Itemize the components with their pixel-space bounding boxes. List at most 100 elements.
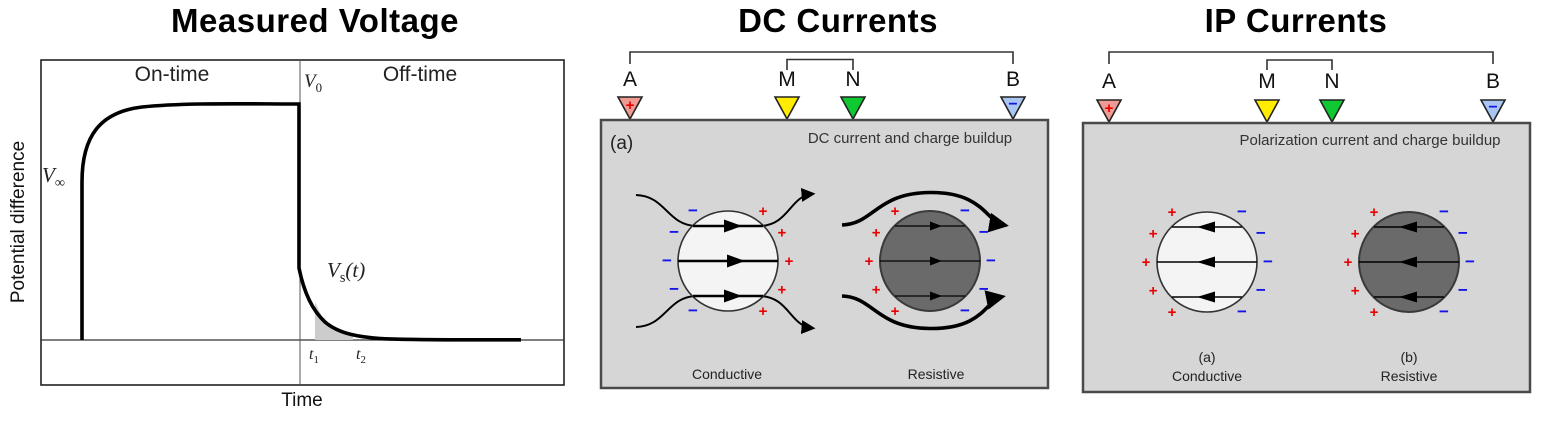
charge-sign: −	[1458, 223, 1468, 242]
dc-conductive-label: Conductive	[691, 366, 763, 382]
dc-electrode-a-polarity: +	[626, 97, 635, 114]
v0-label: V0	[304, 71, 323, 95]
charge-sign: +	[778, 224, 787, 241]
t1-label: t1	[309, 346, 319, 367]
charge-sign: +	[1149, 225, 1158, 242]
charge-sign: −	[1263, 252, 1273, 271]
ip-electrode-n-label: N	[1324, 70, 1340, 93]
charge-sign: +	[1370, 204, 1379, 221]
charge-sign: +	[891, 303, 900, 320]
t2-label: t2	[356, 346, 366, 367]
charge-sign: −	[979, 280, 989, 299]
ip-resistive-label: Resistive	[1380, 368, 1438, 384]
charge-sign: −	[688, 201, 698, 220]
charge-sign: +	[872, 224, 881, 241]
dc-ab-bracket	[629, 51, 1014, 64]
ip-electrode-a-icon	[1095, 99, 1123, 124]
ip-electrode-m-label: M	[1258, 70, 1276, 93]
ip-electrode-b-polarity: −	[1488, 99, 1497, 116]
dc-flowline	[635, 295, 697, 328]
charge-sign: −	[1458, 281, 1468, 300]
charge-sign: −	[1237, 202, 1247, 221]
integration-shade	[315, 302, 353, 340]
dc-conductive-arrowheads	[724, 219, 745, 303]
y-axis-label: Potential difference	[8, 140, 29, 304]
charge-sign: −	[669, 222, 679, 241]
ip-electrode-a-label: A	[1101, 70, 1117, 93]
dc-caption: DC current and charge buildup	[807, 130, 1013, 147]
charge-sign: −	[979, 222, 989, 241]
charge-sign: +	[1149, 283, 1158, 300]
dc-electrode-n-icon	[839, 96, 867, 121]
ip-electrode-n-icon	[1318, 99, 1346, 124]
dc-resistive-arrowheads	[930, 221, 942, 301]
charge-sign: +	[759, 303, 768, 320]
charge-sign: +	[865, 253, 874, 270]
charge-sign: −	[1439, 202, 1449, 221]
charge-sign: +	[1370, 304, 1379, 321]
voltage-title: Measured Voltage	[171, 2, 459, 39]
charge-sign: +	[1142, 254, 1151, 271]
dc-flowline-around-bottom	[841, 290, 1006, 331]
charge-sign: −	[688, 301, 698, 320]
ip-resistive-sublabel: (b)	[1400, 349, 1418, 365]
dc-corner-label: (a)	[610, 133, 634, 154]
ip-title: IP Currents	[1204, 2, 1388, 39]
charge-sign: −	[960, 201, 970, 220]
charge-sign: −	[1465, 252, 1475, 271]
off-time-label: Off-time	[382, 63, 458, 86]
charge-sign: +	[1168, 304, 1177, 321]
x-axis-label: Time	[281, 390, 323, 411]
voltage-curve	[80, 101, 522, 342]
charge-sign: −	[986, 251, 996, 270]
charge-sign: +	[1351, 283, 1360, 300]
charge-sign: −	[662, 251, 672, 270]
charge-sign: −	[1439, 302, 1449, 321]
charge-signs: −−−−−++++++++++−−−−−+++++−−−−−+++++−−−−−	[662, 201, 1475, 321]
dc-electrode-a-icon	[616, 96, 644, 121]
charge-sign: +	[778, 282, 787, 299]
on-time-label: On-time	[134, 63, 210, 86]
dc-electrode-m-label: M	[778, 68, 796, 91]
ip-conductive-sublabel: (a)	[1198, 349, 1216, 365]
charge-sign: +	[872, 282, 881, 299]
charge-sign: +	[785, 253, 794, 270]
charge-sign: +	[759, 203, 768, 220]
dc-electrode-b-icon	[999, 96, 1027, 121]
charge-sign: +	[1168, 204, 1177, 221]
charge-sign: +	[1351, 225, 1360, 242]
ip-conductive-arrowheads	[1197, 221, 1215, 303]
dc-electrode-b-polarity: −	[1008, 96, 1017, 113]
dc-electrode-a-label: A	[622, 68, 638, 91]
ip-electrode-m-icon	[1253, 99, 1281, 124]
dc-title: DC Currents	[738, 2, 938, 39]
dc-resistive-label: Resistive	[907, 366, 965, 382]
ip-electrode-a-polarity: +	[1105, 100, 1114, 117]
ip-conductive-label: Conductive	[1171, 368, 1243, 384]
dc-electrode-m-icon	[773, 96, 801, 121]
charge-sign: −	[1256, 223, 1266, 242]
ip-ab-bracket	[1108, 51, 1494, 64]
ip-caption: Polarization current and charge buildup	[1239, 132, 1501, 149]
voltage-plot-frame	[40, 59, 565, 386]
ip-electrode-b-icon	[1479, 99, 1507, 124]
dc-flowline	[635, 194, 697, 227]
charge-sign: −	[1256, 281, 1266, 300]
ip-electrode-b-label: B	[1485, 70, 1501, 93]
v-infinity-label: V∞	[42, 163, 65, 192]
dc-electrode-b-label: B	[1005, 68, 1021, 91]
dc-flowline	[759, 295, 816, 335]
charge-sign: −	[1237, 302, 1247, 321]
charge-sign: +	[891, 203, 900, 220]
dc-mn-bracket	[786, 58, 854, 70]
dc-electrode-n-label: N	[845, 68, 861, 91]
ip-mn-bracket	[1266, 59, 1333, 70]
charge-sign: −	[960, 301, 970, 320]
dc-flowline-around-top	[841, 190, 1009, 233]
dc-flowline	[759, 187, 816, 227]
ip-resistive-arrowheads	[1399, 221, 1417, 303]
vs-t-label: Vs(t)	[327, 258, 366, 287]
charge-sign: +	[1344, 254, 1353, 271]
